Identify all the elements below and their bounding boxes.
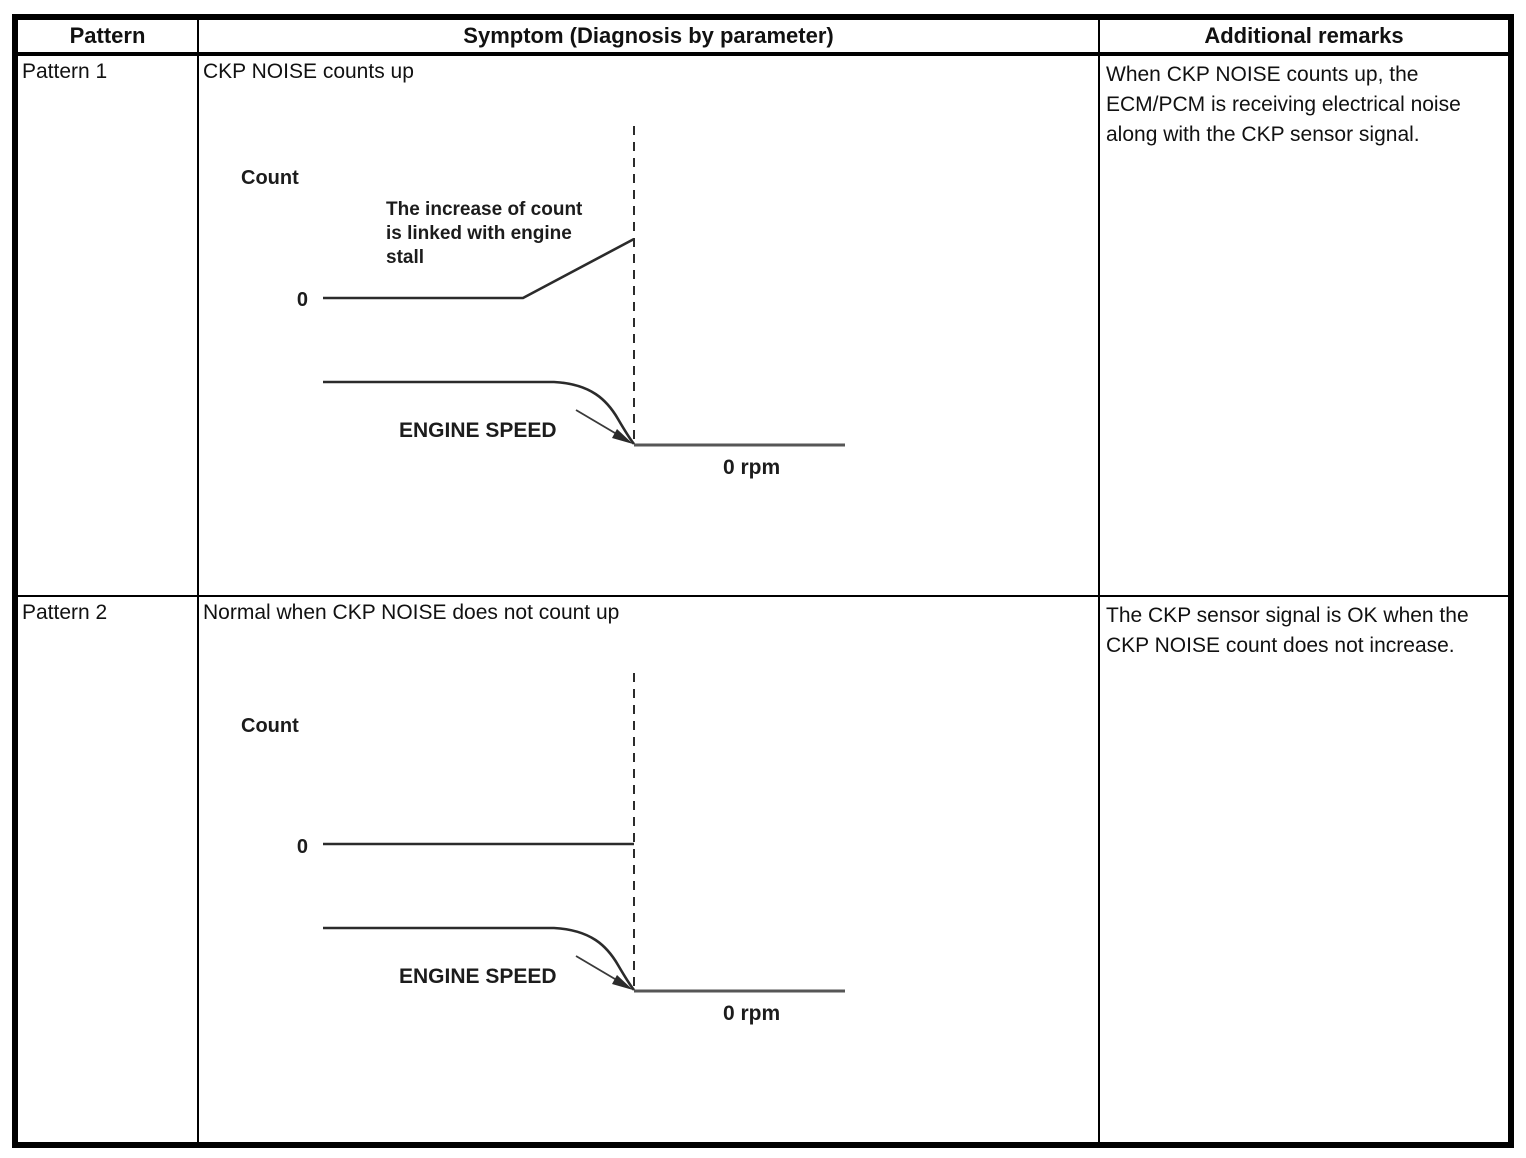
table-row-1-symptom-cell: CKP NOISE counts up Count The increase o… xyxy=(199,56,1100,597)
pattern-2-remarks-text: The CKP sensor signal is OK when the CKP… xyxy=(1106,604,1469,657)
pattern-2-arrow-shaft xyxy=(575,955,621,983)
pattern-1-rpm-label: 0 rpm xyxy=(723,456,780,479)
pattern-1-arrow-head xyxy=(612,429,633,444)
header-pattern: Pattern xyxy=(18,20,199,56)
pattern-1-count-trace xyxy=(323,237,635,300)
pattern-2-engine-speed-trace xyxy=(323,926,636,991)
pattern-1-graph: Count The increase of count is linked wi… xyxy=(241,126,845,479)
pattern-2-arrow-head xyxy=(612,975,633,990)
header-pattern-label: Pattern xyxy=(69,23,146,48)
table-row-2-symptom-cell: Normal when CKP NOISE does not count up … xyxy=(199,597,1100,1142)
pattern-2-engine-speed-label: ENGINE SPEED xyxy=(399,965,557,988)
header-symptom: Symptom (Diagnosis by parameter) xyxy=(199,20,1100,56)
pattern-1-engine-speed-label: ENGINE SPEED xyxy=(399,419,557,442)
pattern-2-label: Pattern 2 xyxy=(22,601,108,624)
pattern-1-zero-tick: 0 xyxy=(297,289,308,311)
table-row-2-pattern-cell: Pattern 2 xyxy=(18,597,199,1142)
header-symptom-label: Symptom (Diagnosis by parameter) xyxy=(463,23,834,48)
table-row-1-remarks-cell: When CKP NOISE counts up, the ECM/PCM is… xyxy=(1100,56,1508,597)
pattern-1-remarks-text: When CKP NOISE counts up, the ECM/PCM is… xyxy=(1106,63,1461,146)
pattern-2-graph: Count 0 ENGINE SPEED 0 rpm xyxy=(241,673,845,1025)
pattern-1-symptom-text: CKP NOISE counts up xyxy=(203,60,414,83)
header-remarks: Additional remarks xyxy=(1100,20,1508,56)
table-row-2-remarks-cell: The CKP sensor signal is OK when the CKP… xyxy=(1100,597,1508,1142)
diagnosis-pattern-table: Pattern Symptom (Diagnosis by parameter)… xyxy=(12,14,1514,1148)
pattern-1-engine-speed-trace xyxy=(323,380,636,445)
pattern-2-rpm-label: 0 rpm xyxy=(723,1002,780,1025)
pattern-2-zero-tick: 0 xyxy=(297,836,308,858)
pattern-1-count-axis-label: Count xyxy=(241,167,299,189)
pattern-1-label: Pattern 1 xyxy=(22,60,108,83)
pattern-1-annotation: The increase of count is linked with eng… xyxy=(386,199,588,268)
pattern-2-count-axis-label: Count xyxy=(241,715,299,737)
pattern-2-symptom-text: Normal when CKP NOISE does not count up xyxy=(203,601,620,624)
header-remarks-label: Additional remarks xyxy=(1204,23,1404,48)
table-row-1-pattern-cell: Pattern 1 xyxy=(18,56,199,597)
pattern-1-arrow-shaft xyxy=(575,409,621,437)
